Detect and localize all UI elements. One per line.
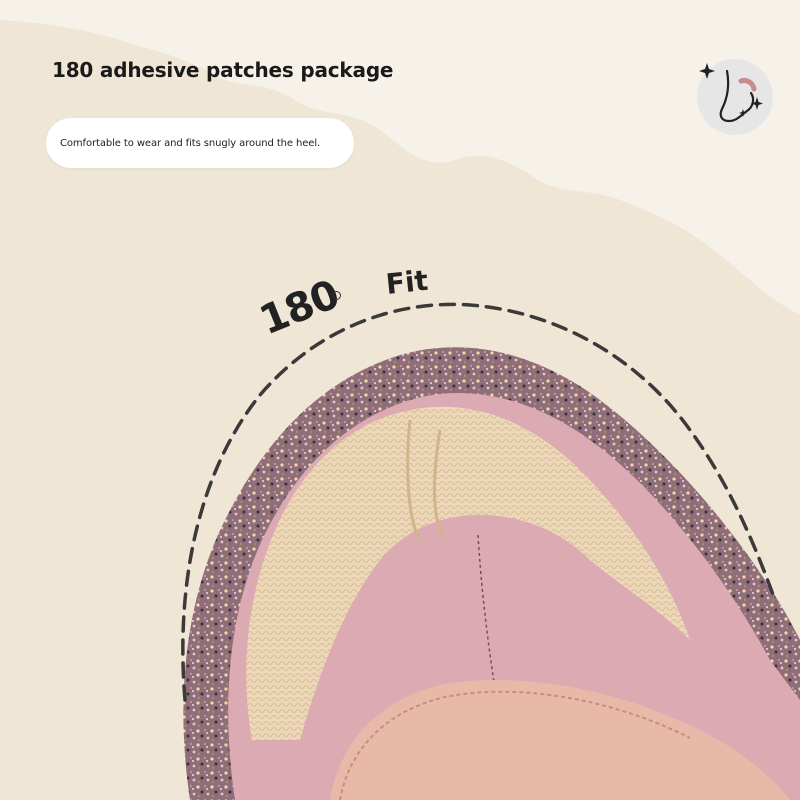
heel-pad-ridge (406, 419, 422, 541)
foot-heel-sparkle-icon (697, 59, 773, 135)
heel-pad (246, 406, 690, 740)
subtext: Comfortable to wear and fits snugly arou… (60, 137, 321, 149)
insole (330, 680, 790, 800)
insole-edge (339, 690, 691, 800)
heel-pad-ridge-2 (433, 429, 447, 541)
degree-symbol (332, 291, 341, 300)
subtext-pill: Comfortable to wear and fits snugly arou… (46, 118, 354, 168)
fit-arc (181, 302, 777, 702)
cream-top-area (0, 0, 800, 315)
headline: 180 adhesive patches package (52, 58, 394, 82)
fit-label: Fit (384, 263, 430, 301)
